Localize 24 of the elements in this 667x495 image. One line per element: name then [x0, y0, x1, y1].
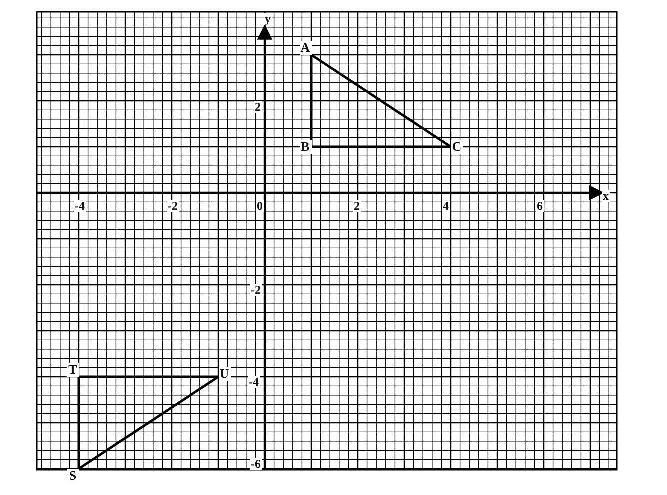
vertex-label: U — [218, 367, 230, 381]
tick-label: -4 — [74, 200, 86, 212]
triangle-side — [78, 377, 80, 469]
tick-label: 2 — [254, 101, 262, 113]
vertex-label: S — [67, 469, 79, 483]
tick-label: -4 — [248, 376, 260, 388]
tick-label: -6 — [250, 458, 262, 470]
vertex-label: B — [300, 140, 312, 154]
tick-label: 0 — [256, 200, 264, 212]
triangle-side — [310, 54, 452, 148]
axis-label: x — [602, 190, 610, 202]
tick-label: -2 — [250, 284, 262, 296]
triangle-side — [78, 376, 220, 470]
triangle-side — [79, 376, 218, 378]
vertex-label: A — [300, 41, 312, 55]
tick-label: 4 — [442, 200, 450, 212]
triangle-side — [312, 146, 451, 148]
vertex-label: T — [67, 363, 79, 377]
tick-label: 2 — [353, 200, 361, 212]
tick-label: 6 — [536, 200, 544, 212]
vertex-label: C — [451, 140, 463, 154]
triangle-side — [310, 55, 313, 147]
tick-label: -2 — [167, 200, 179, 212]
axis-label: y — [264, 13, 272, 25]
